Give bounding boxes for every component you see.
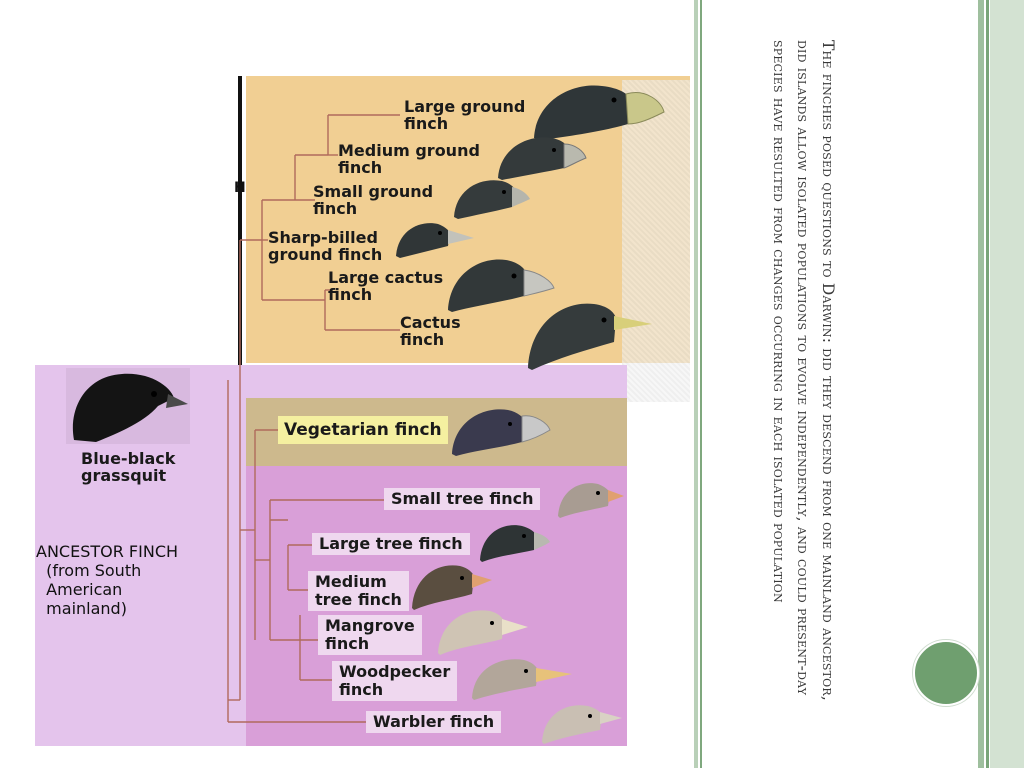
slide-title-container: The finches posed questions to Darwin: d… [730, 40, 840, 720]
label-warbler-finch: Warbler finch [366, 711, 502, 733]
label-small-tree-finch: Small tree finch [384, 488, 541, 510]
finch-phylogeny-figure: h Large ground finch Medium ground finch… [35, 76, 690, 746]
phylogeny-tree-lines [227, 114, 400, 723]
large-tree-finch-head-icon [480, 525, 550, 562]
label-mangrove-finch: Mangrove finch [318, 615, 422, 655]
label-medium-tree-finch: Medium tree finch [308, 571, 409, 611]
label-medium-ground-finch: Medium ground finch [338, 141, 480, 177]
label-sharp-billed-ground-finch: Sharp-billed ground finch [268, 228, 383, 264]
label-cactus-finch: Cactus finch [400, 313, 461, 349]
warbler-finch-head-icon [542, 705, 622, 744]
border-stripe [990, 0, 1024, 768]
medium-ground-finch-head-icon [498, 137, 587, 180]
label-large-tree-finch: Large tree finch [312, 533, 470, 555]
panel-edge [238, 76, 242, 365]
label-small-ground-finch: Small ground finch [313, 182, 434, 218]
label-ancestor-finch: ANCESTOR FINCH (from South American main… [36, 542, 179, 618]
label-blue-black-grassquit: Blue-black grassquit [81, 449, 176, 485]
woodpecker-finch-head-icon [472, 659, 572, 700]
small-ground-finch-head-icon [454, 180, 530, 219]
label-woodpecker-finch: Woodpecker finch [332, 661, 458, 701]
large-ground-finch-head-icon [534, 85, 665, 140]
large-cactus-finch-head-icon [448, 259, 555, 312]
cactus-finch-head-icon [528, 303, 652, 370]
medium-tree-finch-head-icon [412, 565, 492, 610]
clipped-letter: h [234, 180, 246, 196]
slide-title: The finches posed questions to Darwin: d… [770, 40, 837, 701]
vegetarian-finch-head-icon [452, 409, 551, 456]
border-stripe [700, 0, 702, 768]
sharp-billed-ground-finch-head-icon [396, 223, 474, 258]
texture-strip [622, 80, 690, 402]
label-vegetarian-finch: Vegetarian finch [278, 416, 448, 444]
border-stripe [986, 0, 989, 768]
label-large-ground-finch: Large ground finch [404, 97, 526, 133]
small-tree-finch-head-icon [558, 483, 624, 518]
label-large-cactus-finch: Large cactus finch [328, 268, 444, 304]
mangrove-finch-head-icon [438, 610, 528, 655]
border-stripe [978, 0, 984, 768]
decorative-circle [913, 640, 979, 706]
grassquit-head-icon [66, 368, 190, 444]
border-stripe [694, 0, 698, 768]
